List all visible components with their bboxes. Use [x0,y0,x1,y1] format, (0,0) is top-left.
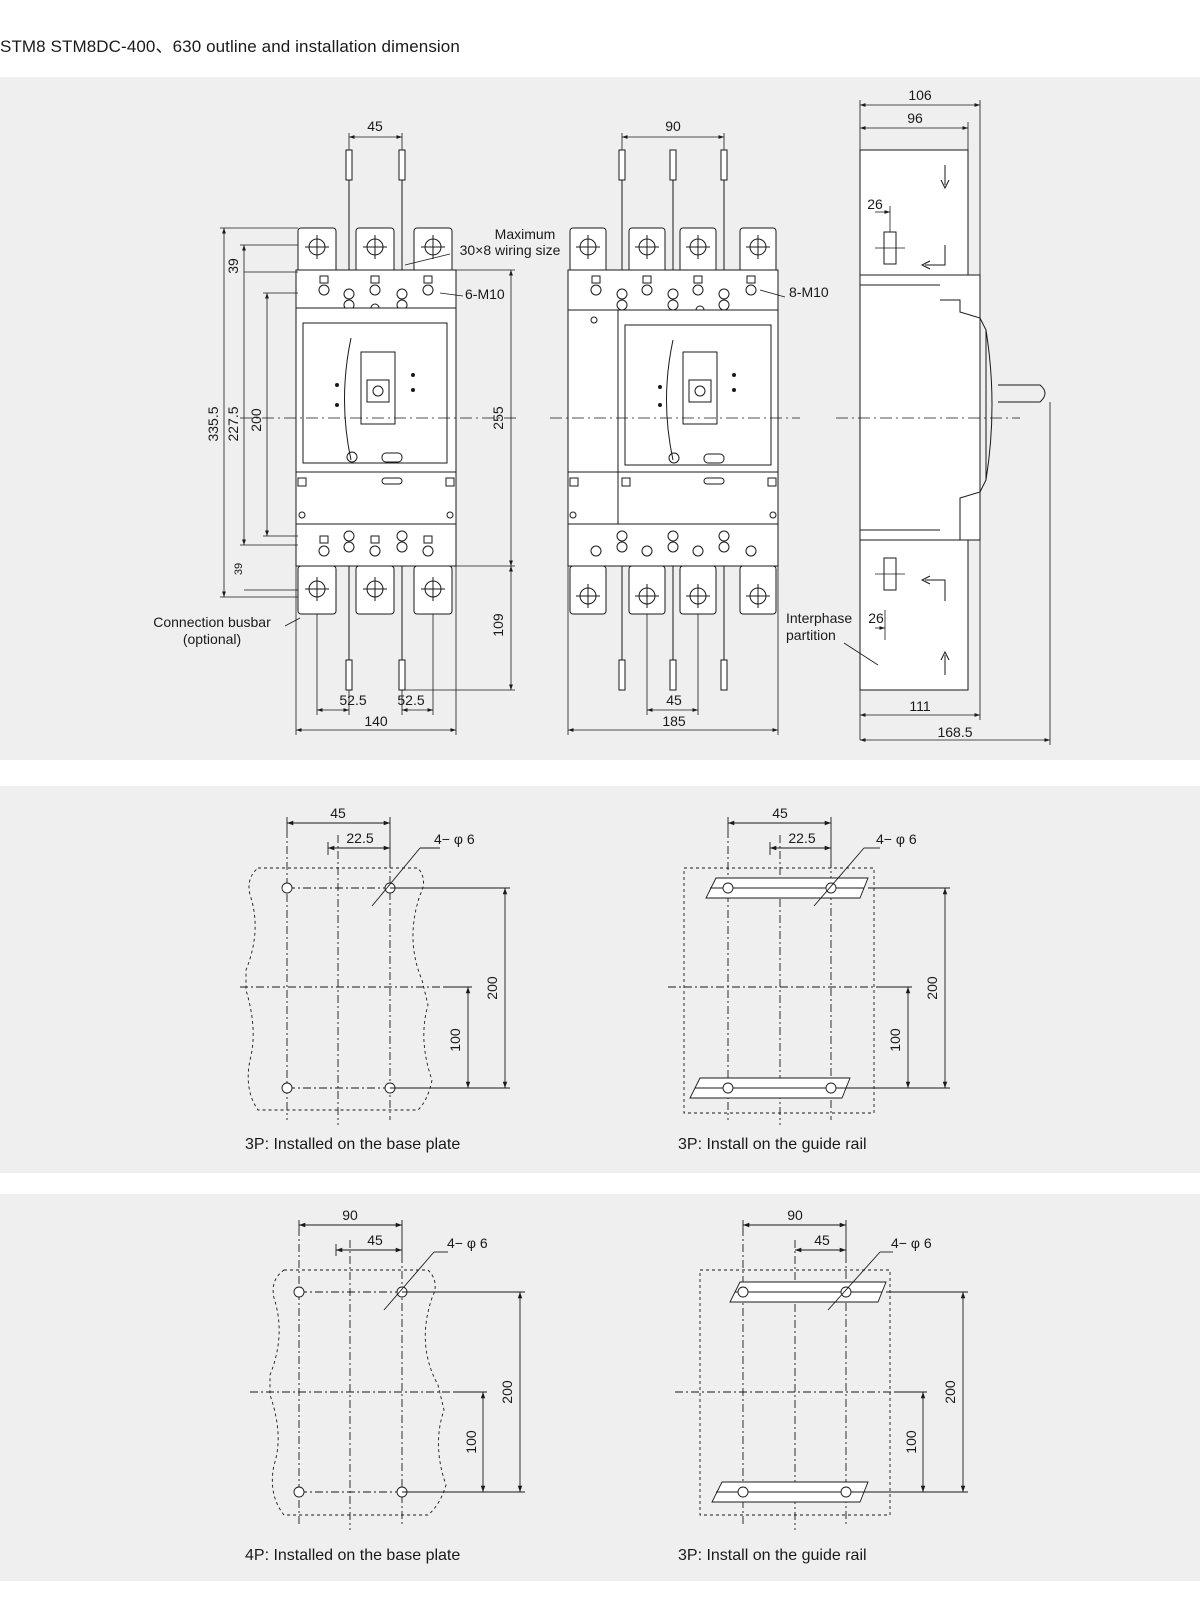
breaker-body-4p [567,309,779,525]
mounting-4p-rail-labels: 90 45 4− φ 6 200 100 [787,1207,958,1454]
terminal-lugs-top [297,227,453,274]
caption-3p-guide-rail-2: 3P: Install on the guide rail [678,1547,867,1564]
mounting-panel-3p [0,786,1200,1173]
dim-168: 168.5 [937,724,972,740]
mounting-3p-guide-rail [668,817,950,1125]
labels-front-3p: 45 Maximum 30×8 wiring size 6-M10 335.5 … [153,118,560,729]
mount3-pitch-inner: 45 [367,1232,383,1248]
mount3-pitch-outer: 90 [342,1207,358,1223]
mount1-pitch-outer: 45 [330,805,346,821]
dim-255: 255 [490,406,506,430]
terminal-block-bottom [295,523,457,567]
dim-top-width-4p: 90 [665,118,681,134]
mount4-pitch-outer: 90 [787,1207,803,1223]
caption-3p-guide-rail: 3P: Install on the guide rail [678,1136,867,1153]
terminal-screws-top [318,275,434,313]
mount4-half: 100 [903,1430,919,1454]
mount3-height: 200 [499,1380,515,1404]
mount2-half: 100 [887,1028,903,1052]
dim-335: 335.5 [205,406,221,441]
dimensions-front-4p [567,133,786,735]
mount3-half: 100 [463,1430,479,1454]
mounting-3p-base-plate [240,817,510,1125]
breaker-side-body [859,274,981,541]
dim-top-width: 45 [367,118,383,134]
dim-185: 185 [662,713,686,729]
operating-handle [360,351,396,425]
mount2-pitch-inner: 22.5 [788,830,815,846]
caption-3p-base-plate: 3P: Installed on the base plate [245,1136,461,1153]
mount2-height: 200 [924,976,940,1000]
mounting-4p-guide-rail [675,1220,968,1530]
breaker-window [302,322,448,464]
mount1-half: 100 [447,1028,463,1052]
busbar-label-1: Connection busbar [153,614,271,630]
mounting-4p-base-plate [250,1220,525,1530]
labels-front-4p: 90 8-M10 45 185 [662,118,829,729]
mount1-pitch-inner: 22.5 [346,830,373,846]
mounting-3p-base-labels: 45 22.5 4− φ 6 200 100 [330,805,500,1052]
mount1-height: 200 [484,976,500,1000]
mount2-pitch-outer: 45 [772,805,788,821]
dim-111: 111 [909,698,930,714]
mount3-holes: 4− φ 6 [447,1235,488,1251]
dim-52-right: 52.5 [397,692,424,708]
caption-4p-base-plate: 4P: Installed on the base plate [245,1547,461,1564]
dim-96: 96 [907,110,923,126]
mount1-holes: 4− φ 6 [434,831,475,847]
terminal-leads-top-4p [618,149,728,285]
dimensions-front-3p [220,133,515,735]
dim-39-bottom: 39 [233,563,245,575]
mount4-holes: 4− φ 6 [891,1235,932,1251]
dim-26-top: 26 [867,196,883,212]
mount2-holes: 4− φ 6 [876,831,917,847]
screw-label-3p: 6-M10 [465,286,505,302]
dim-45-4p: 45 [666,692,682,708]
mounting-4p-base-labels: 90 45 4− φ 6 200 100 [342,1207,515,1454]
labels-side: 106 96 26 26 Interphase partition 111 16… [786,87,973,740]
dim-200: 200 [248,408,264,432]
terminal-lugs-bottom [297,565,453,615]
dim-109: 109 [490,613,506,637]
partition-label-1: Interphase [786,610,852,626]
mount4-pitch-inner: 45 [814,1232,830,1248]
mount4-height: 200 [942,1380,958,1404]
breaker-body-3p [295,307,457,525]
screw-label-4p: 8-M10 [789,284,829,300]
dim-140: 140 [364,713,388,729]
dim-39-top: 39 [225,258,241,274]
terminal-lugs-bottom-4p [569,565,777,615]
handle-slot-arc [344,337,352,461]
dimensions-side [843,100,1051,745]
mounting-3p-rail-labels: 45 22.5 4− φ 6 200 100 [772,805,940,1052]
dim-106: 106 [908,87,932,103]
terminal-screws-bottom [318,530,434,557]
partition-label-2: partition [786,627,836,643]
front-view-4p [550,149,800,691]
mounting-panel-4p [0,1194,1200,1581]
dim-52-left: 52.5 [339,692,366,708]
interphase-partition-top [859,149,969,276]
dim-227: 227.5 [225,406,241,441]
busbar-label-2: (optional) [183,631,241,647]
front-view-3p [240,149,520,691]
wiring-label-2: 30×8 wiring size [460,242,561,258]
wiring-label-1: Maximum [495,226,556,242]
side-view [836,149,1046,691]
page-title: STM8 STM8DC-400、630 outline and installa… [0,37,460,56]
terminal-leads-top [345,149,406,285]
dim-26-bottom: 26 [868,610,884,626]
